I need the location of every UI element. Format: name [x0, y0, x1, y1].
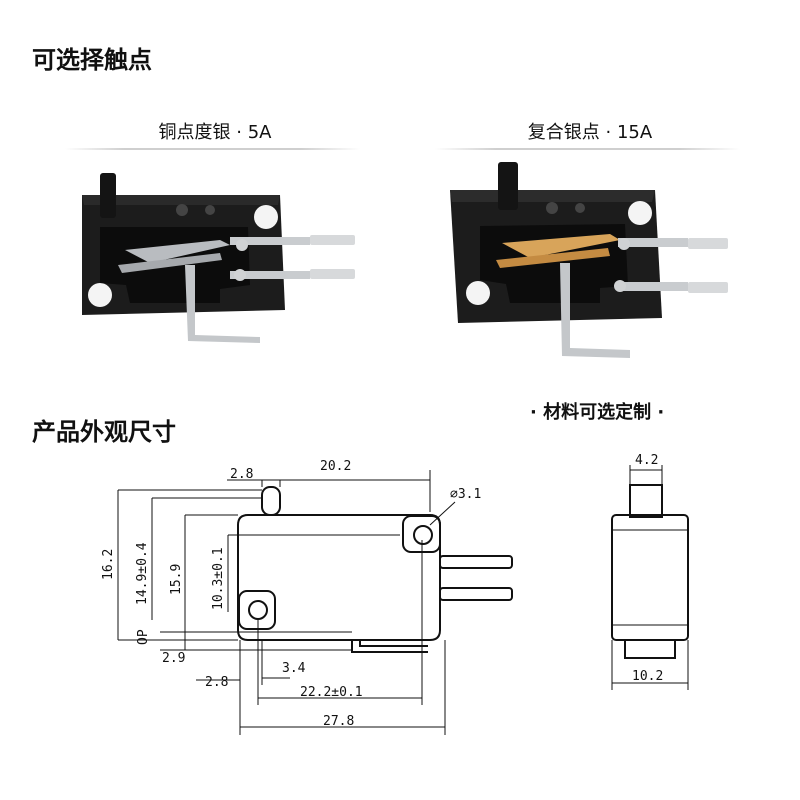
photo-caption-right: 复合银点 · 15A — [527, 122, 653, 143]
dim-height-body: 15.9 — [169, 564, 184, 595]
dim-hole-diameter: ⌀3.1 — [450, 487, 481, 502]
dim-total-length: 27.8 — [323, 714, 354, 729]
dim-height-total: 16.2 — [101, 549, 116, 580]
switch-photo-silver — [82, 173, 355, 343]
dim-hole-spacing: 22.2±0.1 — [300, 685, 363, 700]
dim-bottom-offset: 2.9 — [162, 651, 185, 666]
dim-top-pin-width: 2.8 — [230, 467, 253, 482]
photo-caption-left: 铜点度银 · 5A — [158, 122, 272, 143]
contacts-title: 可选择触点 — [32, 46, 152, 74]
dim-left-offset: 2.8 — [205, 675, 228, 690]
dim-body-length: 20.2 — [320, 459, 351, 474]
dimensions-title: 产品外观尺寸 — [32, 418, 176, 446]
dimension-drawing: 2.8 20.2 ⌀3.1 16.2 14.9±0.4 15.9 10.3±0.… — [101, 453, 689, 735]
dim-side-top-width: 4.2 — [635, 453, 658, 468]
caption-divider-right — [435, 148, 740, 150]
dim-side-width: 10.2 — [632, 669, 663, 684]
caption-divider-left — [65, 148, 360, 150]
dim-height-hole: 10.3±0.1 — [211, 547, 226, 610]
switch-photo-gold — [450, 162, 728, 358]
custom-material-note: · 材料可选定制 · — [530, 402, 665, 423]
dim-hole-offset: 3.4 — [282, 661, 306, 676]
dim-op-label: OP — [136, 629, 151, 645]
dim-height-lever: 14.9±0.4 — [135, 542, 150, 605]
